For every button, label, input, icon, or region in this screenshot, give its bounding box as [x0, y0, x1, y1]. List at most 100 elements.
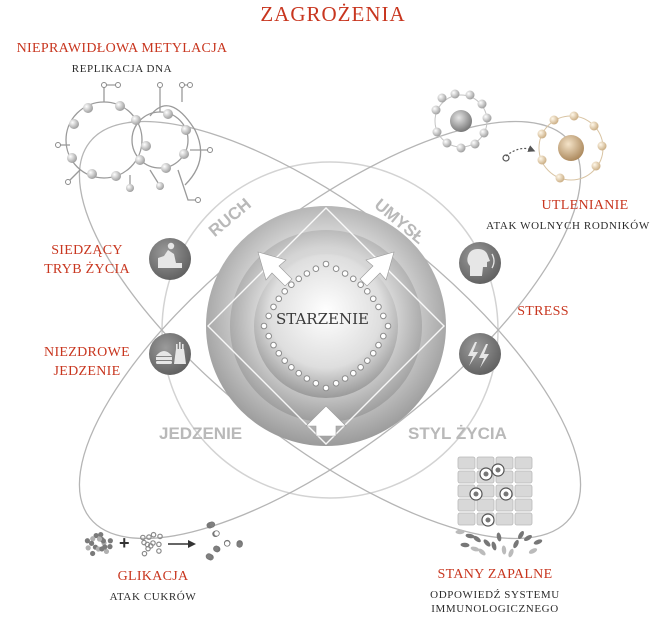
molecule-dot: [322, 260, 330, 268]
molecule-dot: [265, 312, 273, 320]
sugar-dot: [144, 541, 151, 548]
tissue-cell: [514, 512, 533, 526]
sugar-dot: [146, 534, 152, 540]
molecule-dot: [322, 384, 330, 392]
protein-dot: [107, 538, 113, 544]
arrow-jedzenie: [305, 405, 347, 437]
protein-dot: [85, 545, 91, 551]
glycation-plus: +: [119, 533, 130, 553]
molecule-dot: [295, 275, 303, 283]
molecule-dot: [312, 379, 320, 387]
oxidation-title: UTLENIANIE: [541, 198, 629, 213]
protein-dot: [102, 544, 108, 550]
unhealthy-food-label-line1: NIEZDROWE: [44, 345, 130, 360]
protein-dot: [90, 550, 96, 557]
lightning-icon: [459, 333, 501, 375]
blood-cell: [501, 545, 507, 555]
molecule-dot: [295, 369, 303, 377]
center-label: STARZENIE: [276, 310, 369, 328]
sugar-dot: [156, 548, 162, 554]
blood-cell: [513, 539, 519, 549]
oxidation-subtitle: ATAK WOLNYCH RODNIKÓW: [486, 220, 650, 232]
blood-cell: [496, 532, 502, 542]
molecule-dot: [375, 341, 382, 349]
inner-sphere: [254, 254, 398, 398]
protein-dot: [89, 540, 95, 546]
protein-dot: [90, 536, 96, 542]
blood-cell: [524, 534, 532, 542]
free-radical-atom-gold: [537, 111, 607, 183]
molecule-dot: [375, 303, 382, 311]
inflammation-subtitle-line2: IMMUNOLOGICZNEGO: [431, 603, 559, 615]
molecule-dot: [349, 275, 357, 283]
molecule-ring: [260, 260, 392, 392]
sugar-dot: [150, 531, 157, 538]
blood-cell: [455, 529, 465, 535]
molecule-dot: [288, 363, 295, 371]
glycation-subtitle: ATAK CUKRÓW: [109, 591, 197, 603]
tissue-cell: [514, 470, 533, 484]
inflammation-subtitle-line1: ODPOWIEDŹ SYSTEMU: [430, 589, 560, 601]
glycation-illustration: [84, 521, 243, 561]
stress-label: STRESS: [517, 304, 569, 319]
sedentary-label-line1: SIEDZĄCY: [51, 243, 123, 258]
methylation-title: NIEPRAWIDŁOWA METYLACJA: [16, 41, 228, 56]
blood-cell: [478, 548, 486, 556]
blood-cell: [465, 533, 475, 539]
tissue-cell: [457, 470, 476, 484]
blood-cell: [533, 539, 543, 545]
molecule-dot: [270, 341, 277, 349]
tissue-cell: [514, 456, 533, 470]
sofa-person-icon: [149, 238, 191, 280]
glycated-dot: [213, 530, 220, 537]
molecule-dot: [341, 375, 349, 382]
inflammation-illustration: [455, 456, 543, 558]
unhealthy-food-label-line2: JEDZENIE: [53, 364, 121, 379]
page-title: ZAGROŻENIA: [260, 2, 406, 26]
immune-cell-nucleus: [483, 471, 489, 477]
protein-dot: [84, 538, 90, 544]
tissue-cell: [495, 498, 514, 512]
molecule-dot: [369, 295, 377, 303]
molecule-dot: [303, 375, 311, 382]
glycated-dot: [224, 540, 231, 547]
sugar-dot: [140, 534, 146, 541]
pillar-styl-zycia: STYL ŻYCIA: [408, 424, 507, 443]
molecule-dot: [270, 303, 277, 311]
methylation-subtitle: REPLIKACJA DNA: [71, 63, 173, 75]
tissue-cell: [514, 484, 533, 498]
molecule-dot: [349, 369, 357, 377]
molecule-dot: [379, 332, 387, 340]
dna-replication-illustration: [55, 82, 213, 203]
molecule-dot: [275, 295, 283, 303]
burger-fries-icon: [149, 333, 191, 375]
molecule-dot: [357, 281, 364, 289]
radical-dot: [502, 154, 510, 162]
molecule-dot: [341, 270, 349, 277]
tissue-cell: [457, 456, 476, 470]
molecule-dot: [332, 265, 340, 273]
pillar-jedzenie: JEDZENIE: [159, 424, 243, 443]
blood-cell: [460, 542, 470, 548]
sugar-dot: [156, 541, 162, 548]
tissue-cell: [457, 498, 476, 512]
tissue-cell: [476, 498, 495, 512]
molecule-dot: [379, 312, 387, 320]
blood-cell: [470, 546, 480, 552]
molecule-dot: [363, 357, 371, 364]
immune-cell-nucleus: [485, 517, 491, 523]
blood-cell: [483, 539, 491, 547]
protein-dot: [96, 536, 103, 542]
molecule-dot: [303, 270, 311, 277]
glycated-dot: [236, 541, 243, 548]
protein-dot: [103, 548, 110, 555]
tissue-cell: [476, 456, 495, 470]
molecule-dot: [288, 281, 295, 289]
tissue-cell: [457, 512, 476, 526]
immune-cell-nucleus: [503, 491, 509, 497]
molecule-dot: [265, 332, 273, 340]
arrow-ruch: [257, 251, 293, 287]
blood-cell: [473, 535, 481, 543]
